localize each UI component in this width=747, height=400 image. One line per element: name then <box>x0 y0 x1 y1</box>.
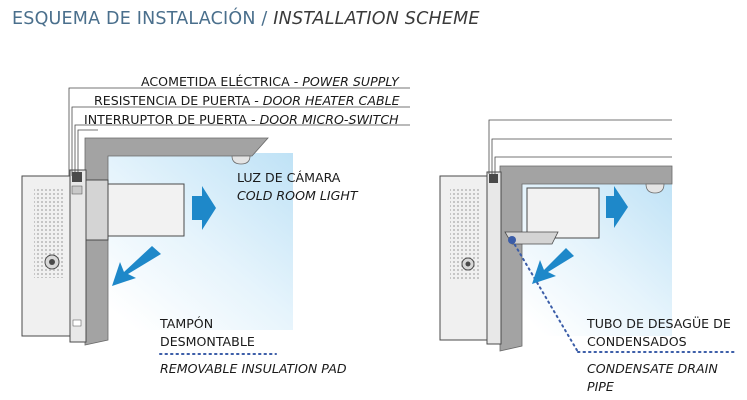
label-insulation-pad-es-1: TAMPÓN <box>160 316 214 331</box>
cold-room-air-zone <box>108 153 293 330</box>
air-flow-arrow <box>192 186 216 230</box>
label-room-light-en: COLD ROOM LIGHT <box>237 188 358 203</box>
air-flow-arrow <box>532 248 574 284</box>
label-drain-pipe-en-2: PIPE <box>587 379 614 394</box>
label-insulation-pad-es-2: DESMONTABLE <box>160 334 255 349</box>
page-title: ESQUEMA DE INSTALACIÓN / INSTALLATION SC… <box>12 9 480 29</box>
evaporator-unit <box>107 183 185 237</box>
label-door-micro-switch: INTERRUPTOR DE PUERTA - DOOR MICRO-SWITC… <box>84 112 399 127</box>
air-flow-arrow <box>606 186 628 228</box>
label-door-heater-cable: RESISTENCIA DE PUERTA - DOOR HEATER CABL… <box>94 93 400 108</box>
title-separator: / <box>255 9 274 29</box>
cable-lines <box>68 87 410 176</box>
label-drain-pipe-en-1: CONDENSATE DRAIN <box>587 361 718 376</box>
label-room-light-es: LUZ DE CÁMARA <box>237 170 341 185</box>
air-flow-arrow <box>112 246 161 286</box>
cold-room-wall <box>84 137 269 346</box>
light-fixture <box>231 155 251 165</box>
evaporator-unit <box>526 187 600 239</box>
control-box <box>69 169 87 343</box>
left-diagram <box>21 87 410 355</box>
cold-room-wall <box>499 165 673 352</box>
label-drain-pipe-es-1: TUBO DE DESAGÜE DE <box>587 316 731 331</box>
control-box <box>486 171 502 345</box>
title-en: INSTALLATION SCHEME <box>273 9 480 29</box>
label-drain-pipe-es-2: CONDENSADOS <box>587 334 687 349</box>
label-power-supply: ACOMETIDA ELÉCTRICA - POWER SUPPLY <box>141 74 399 89</box>
title-es: ESQUEMA DE INSTALACIÓN <box>12 9 256 29</box>
cable-lines <box>488 119 672 174</box>
label-insulation-pad-en: REMOVABLE INSULATION PAD <box>160 361 347 376</box>
right-diagram <box>439 119 737 353</box>
light-fixture <box>645 183 665 194</box>
